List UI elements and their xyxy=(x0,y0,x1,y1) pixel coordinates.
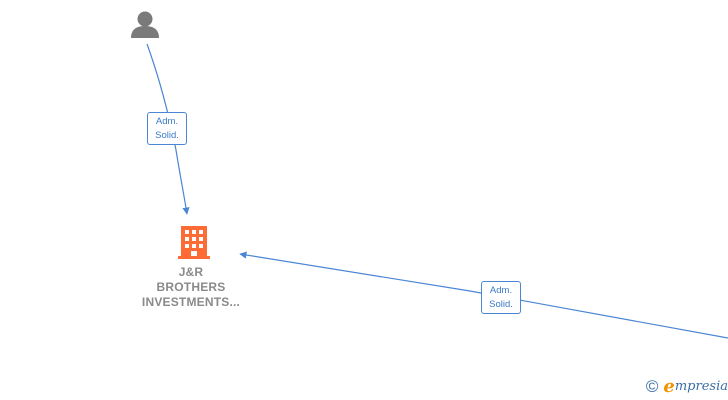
edge-label-line: Adm. xyxy=(155,116,179,127)
person-icon[interactable] xyxy=(131,11,159,39)
company-label-line: INVESTMENTS... xyxy=(141,295,241,309)
company-label[interactable]: J&R BROTHERS INVESTMENTS... xyxy=(131,265,251,310)
edge-offscreen-to-company xyxy=(239,251,728,339)
company-label-line: BROTHERS xyxy=(156,280,226,294)
edge-label-line: Solid. xyxy=(489,299,513,310)
edge-label-line: Adm. xyxy=(489,285,513,296)
edge-label-offscreen-company[interactable]: Adm. Solid. xyxy=(481,281,521,314)
edge-person-to-company xyxy=(146,43,190,215)
brand-name: mpresia xyxy=(674,379,728,394)
edge-label-person-company[interactable]: Adm. Solid. xyxy=(147,112,187,145)
edge-label-line: Solid. xyxy=(155,130,179,141)
brand-initial: e xyxy=(663,376,675,397)
company-label-line: J&R xyxy=(178,265,204,279)
building-icon[interactable] xyxy=(178,226,210,259)
empresia-watermark[interactable]: © e mpresia xyxy=(646,377,728,397)
copyright-symbol: © xyxy=(645,377,659,396)
